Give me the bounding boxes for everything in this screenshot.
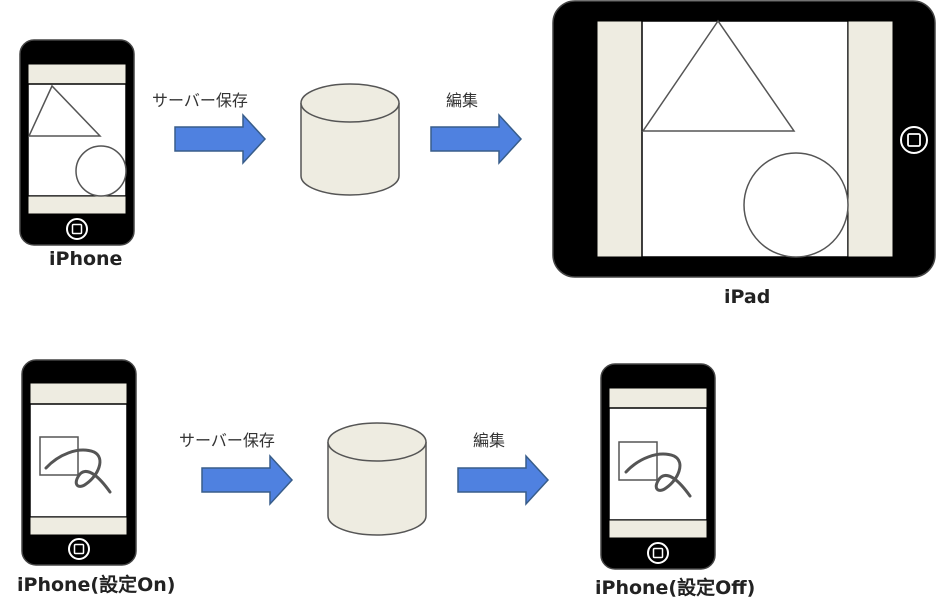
bottom-left-iphone-square-shape xyxy=(39,436,79,476)
top-save-arrow-label: サーバー保存 xyxy=(152,91,248,110)
bottom-left-iphone-scribble-shape xyxy=(44,448,112,494)
top-iphone-circle-shape xyxy=(75,145,127,197)
top-iphone-home-button-icon xyxy=(66,218,88,240)
bottom-edit-arrow-icon xyxy=(457,454,550,506)
bottom-source-device-label: iPhone(設定On) xyxy=(17,574,176,596)
top-iphone-icon xyxy=(19,39,135,246)
bottom-left-iphone-home-button-icon xyxy=(68,538,90,560)
ipad-circle-shape xyxy=(743,152,849,258)
bottom-left-iphone-icon xyxy=(21,359,137,566)
bottom-right-iphone-scribble-shape xyxy=(624,452,692,498)
top-edit-arrow-icon xyxy=(430,113,523,165)
bottom-database-icon xyxy=(327,422,427,536)
top-edit-arrow-label: 編集 xyxy=(446,91,479,110)
bottom-edit-arrow-label: 編集 xyxy=(473,431,506,450)
top-save-arrow-icon xyxy=(174,113,267,165)
bottom-right-iphone-square-shape xyxy=(618,441,658,481)
bottom-save-arrow-icon xyxy=(201,454,294,506)
top-target-device-label: iPad xyxy=(724,286,771,308)
top-iphone-triangle-shape xyxy=(27,84,102,137)
top-database-icon xyxy=(300,83,400,196)
ipad-triangle-shape xyxy=(641,19,796,132)
bottom-target-device-label: iPhone(設定Off) xyxy=(595,577,756,599)
ipad-home-button-icon xyxy=(900,126,928,154)
top-source-device-label: iPhone xyxy=(49,248,123,270)
bottom-right-iphone-icon xyxy=(600,363,716,570)
bottom-right-iphone-home-button-icon xyxy=(647,542,669,564)
ipad-icon xyxy=(552,0,936,278)
bottom-save-arrow-label: サーバー保存 xyxy=(179,431,275,450)
